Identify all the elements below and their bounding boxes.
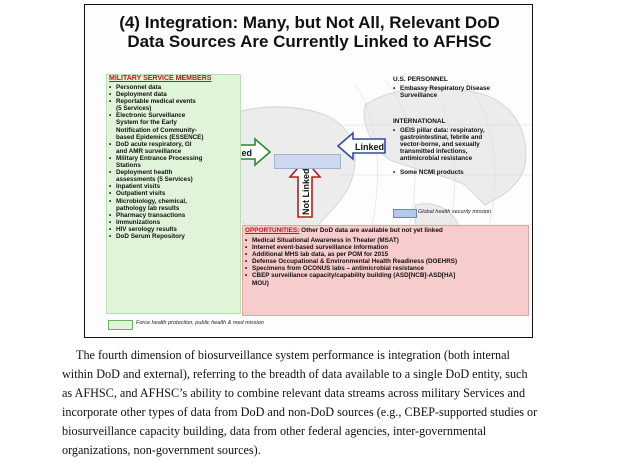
list-item: GEIS pillar data: respiratory, <box>393 127 485 134</box>
caption-line: as AFHSC, and AFHSC’s ability to combine… <box>62 386 526 400</box>
list-item-cont: and AMR surveillance <box>116 147 182 155</box>
list-item: Personnel data <box>109 84 239 91</box>
caption-line: organizations, non-government sources). <box>62 443 261 457</box>
opportunities-heading: OPPORTUNITIES: Other DoD data are availa… <box>245 227 443 234</box>
list-item-cont: assessments (5 Services) <box>116 176 193 184</box>
caption-line: The fourth dimension of biosurveillance … <box>76 348 510 362</box>
list-item: Deployment health <box>109 169 239 176</box>
list-item: Pharmacy transactions <box>109 212 239 219</box>
list-item: DoD acute respiratory, GI <box>109 141 239 148</box>
list-item: Medical Situational Awareness in Theater… <box>245 237 457 244</box>
list-item-cont: vector-borne, and sexually <box>400 141 480 149</box>
military-list: Personnel data Deployment data Reportabl… <box>109 84 239 240</box>
list-item: Deployment data <box>109 91 239 98</box>
list-item: Specimens from OCONUS labs – antimicrobi… <box>245 265 457 272</box>
list-item-cont: transmitted infections, <box>400 148 468 156</box>
opportunities-heading-label: OPPORTUNITIES: <box>245 227 300 234</box>
list-item: DoD Serum Repository <box>109 233 239 240</box>
list-item-cont: antimicrobial resistance <box>400 155 473 163</box>
list-item: Additional MHS lab data, as per POM for … <box>245 251 457 258</box>
force-health-legend-label: Force health protection, public health &… <box>136 320 264 326</box>
military-heading: MILITARY SERVICE MEMBERS <box>109 75 212 82</box>
not-linked-arrow-label: Not Linked <box>301 169 311 216</box>
list-item: HIV serology results <box>109 226 239 233</box>
global-health-legend-swatch <box>393 209 417 218</box>
list-item-cont: MOU) <box>252 279 269 287</box>
list-item-cont: (5 Services) <box>116 105 152 113</box>
linked-arrow-right <box>336 131 386 161</box>
list-item-cont: Notification of Community- <box>116 126 197 134</box>
list-item: Microbiology, chemical, <box>109 198 239 205</box>
list-item: Military Entrance Processing <box>109 155 239 162</box>
list-item-cont: Stations <box>116 162 141 170</box>
list-item: CBEP surveillance capacity/capability bu… <box>245 272 457 279</box>
slide-title-line-1: (4) Integration: Many, but Not All, Rele… <box>119 13 500 32</box>
us-personnel-list: Embassy Respiratory Disease Surveillance <box>393 85 490 99</box>
slide-title-line-2: Data Sources Are Currently Linked to AFH… <box>127 32 492 51</box>
opportunities-heading-text: Other DoD data are available but not yet… <box>299 227 443 234</box>
list-item: Immunizations <box>109 219 239 226</box>
slide-title: (4) Integration: Many, but Not All, Rele… <box>85 13 532 51</box>
international-list: GEIS pillar data: respiratory, gastroint… <box>393 127 485 177</box>
caption-line: biosurveillance capacity building, data … <box>62 424 487 438</box>
international-heading: INTERNATIONAL <box>393 118 446 125</box>
list-item: Outpatient visits <box>109 190 239 197</box>
list-item-cont: gastrointestinal, febrile and <box>400 134 483 142</box>
list-item-cont: Surveillance <box>400 92 438 100</box>
force-health-legend-swatch <box>108 320 133 330</box>
list-item-cont: System for the Early <box>116 119 177 127</box>
center-data-bar <box>274 154 341 169</box>
list-item-cont: based Epidemics (ESSENCE) <box>116 133 204 141</box>
linked-arrow-right-label: Linked <box>355 142 384 152</box>
list-item: Some NCMI products <box>393 169 485 176</box>
caption-line: within DoD and external), referring to t… <box>62 367 528 381</box>
list-item: Embassy Respiratory Disease <box>393 85 490 92</box>
slide: (4) Integration: Many, but Not All, Rele… <box>84 4 533 338</box>
list-item: Inpatient visits <box>109 183 239 190</box>
list-item-cont: pathology lab results <box>116 204 180 212</box>
list-item: Defense Occupational & Environmental Hea… <box>245 258 457 265</box>
caption-paragraph: The fourth dimension of biosurveillance … <box>62 346 582 460</box>
caption-line: incorporate other types of data from DoD… <box>62 405 538 419</box>
list-item: Electronic Surveillance <box>109 112 239 119</box>
opportunities-list: Medical Situational Awareness in Theater… <box>245 237 457 287</box>
us-personnel-heading: U.S. PERSONNEL <box>393 76 448 83</box>
list-item: Internet event-based surveillance inform… <box>245 244 457 251</box>
list-item: Reportable medical events <box>109 98 239 105</box>
global-health-legend-label: Global health security mission <box>418 209 492 215</box>
